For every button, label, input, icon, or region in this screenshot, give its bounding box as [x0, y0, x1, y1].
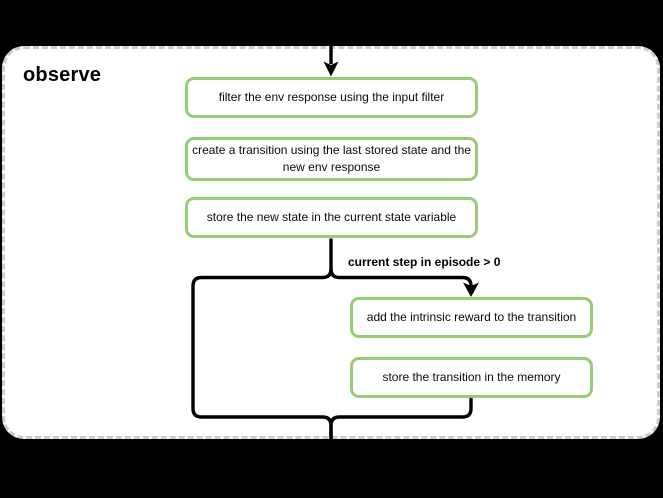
flow-node-filter-env-response: filter the env response using the input … — [185, 77, 478, 118]
group-title: observe — [23, 64, 102, 86]
flow-node-label: store the new state in the current state… — [206, 210, 457, 225]
flow-node-store-transition: store the transition in the memory — [350, 357, 593, 398]
branch-condition-label: current step in episode > 0 — [348, 255, 501, 269]
flow-node-label: filter the env response using the input … — [218, 90, 445, 105]
flow-node-label: create a transition using the last store… — [192, 143, 471, 174]
flow-node-label: store the transition in the memory — [382, 370, 561, 385]
flow-node-add-intrinsic-reward: add the intrinsic reward to the transiti… — [350, 297, 593, 338]
flow-node-label: add the intrinsic reward to the transiti… — [366, 310, 577, 325]
flow-node-store-new-state: store the new state in the current state… — [185, 197, 478, 238]
flow-node-create-transition: create a transition using the last store… — [185, 137, 478, 181]
